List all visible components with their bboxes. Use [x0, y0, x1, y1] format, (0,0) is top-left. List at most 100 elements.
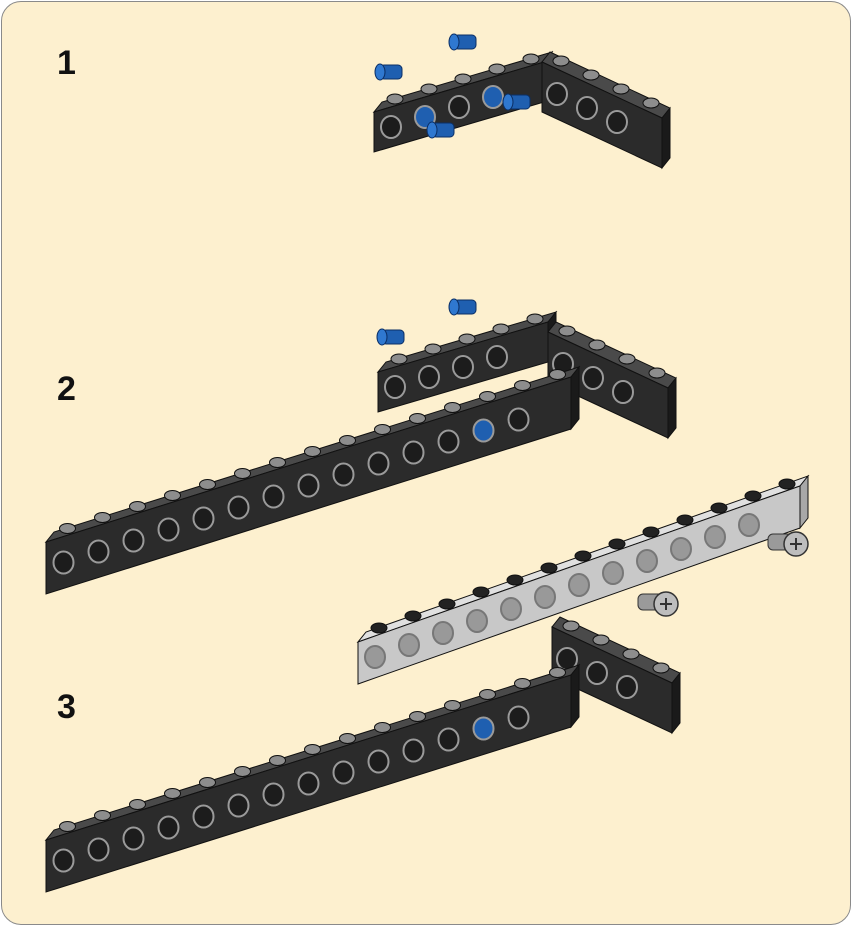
stud [609, 539, 625, 549]
beam-hole [404, 740, 424, 762]
beam-hole [124, 530, 144, 552]
stud [649, 368, 665, 378]
stud [410, 414, 426, 424]
beam-hole [439, 431, 459, 453]
stud [421, 84, 437, 94]
beam-hole [89, 839, 109, 861]
stud [340, 734, 356, 744]
beam-short-right [542, 52, 670, 168]
beam-hole [54, 552, 74, 574]
stud [643, 527, 659, 537]
beam-hole [603, 562, 623, 584]
stud [340, 436, 356, 446]
stud [60, 524, 76, 534]
beam-hole [334, 762, 354, 784]
stud [550, 370, 566, 380]
stud [523, 54, 539, 64]
beam-hole [467, 610, 487, 632]
stud [455, 74, 471, 84]
stud [60, 822, 76, 832]
beam-long [46, 665, 579, 892]
beam-hole [577, 97, 597, 119]
beam-hole [617, 676, 637, 698]
stud [583, 70, 599, 80]
blue-pin-in-hole [474, 718, 494, 740]
stud [387, 94, 403, 104]
beam-hole [385, 376, 405, 398]
beam-hole [89, 541, 109, 563]
blue-pin-in-hole [474, 420, 494, 442]
stud [575, 551, 591, 561]
stud [563, 621, 579, 631]
beam-hole [637, 550, 657, 572]
stud [305, 745, 321, 755]
beam-hole [369, 751, 389, 773]
stud [619, 354, 635, 364]
beam-hole [194, 806, 214, 828]
beam-hole [607, 111, 627, 133]
beam-hole [587, 662, 607, 684]
beam-hole [509, 409, 529, 431]
beam-hole [399, 634, 419, 656]
beam-hole [671, 538, 691, 560]
beam-hole [739, 514, 759, 536]
beam-hole [334, 464, 354, 486]
beam-hole [439, 729, 459, 751]
stud [95, 811, 111, 821]
stud [375, 723, 391, 733]
stud [473, 587, 489, 597]
beam-hole [613, 381, 633, 403]
stud [480, 392, 496, 402]
beam-hole [535, 586, 555, 608]
beam-hole [509, 707, 529, 729]
blue-pin [377, 329, 404, 345]
stud [305, 447, 321, 457]
stud [745, 491, 761, 501]
beam-hole [583, 367, 603, 389]
stud [235, 469, 251, 479]
blue-pin [449, 299, 476, 315]
beam-hole [705, 526, 725, 548]
blue-pin-in-hole [483, 86, 503, 108]
stud [480, 690, 496, 700]
beam-long [46, 367, 579, 594]
beam-hole [453, 356, 473, 378]
stud [445, 701, 461, 711]
stud [130, 502, 146, 512]
stud [515, 679, 531, 689]
beam-hole [124, 828, 144, 850]
step-2-illustration [46, 299, 676, 594]
stud [200, 480, 216, 490]
beam-hole [229, 497, 249, 519]
beam-hole [264, 784, 284, 806]
stud [165, 789, 181, 799]
stud [613, 84, 629, 94]
stud [550, 668, 566, 678]
beam-hole [487, 346, 507, 368]
beam-hole [264, 486, 284, 508]
beam-hole [299, 773, 319, 795]
blue-pin [449, 34, 476, 50]
beam-hole [365, 646, 385, 668]
stud [425, 344, 441, 354]
beam-hole [299, 475, 319, 497]
gray-axle-pin [768, 532, 808, 556]
stud [493, 324, 509, 334]
beam-hole [229, 795, 249, 817]
stud [200, 778, 216, 788]
stud [593, 635, 609, 645]
blue-pin [375, 64, 402, 80]
stud [589, 340, 605, 350]
stud [410, 712, 426, 722]
beam-hole [419, 366, 439, 388]
beam-hole [433, 622, 453, 644]
stud [391, 354, 407, 364]
stud [165, 491, 181, 501]
stud [541, 563, 557, 573]
beam-hole [369, 453, 389, 475]
stud [553, 56, 569, 66]
stud [653, 663, 669, 673]
stud [643, 98, 659, 108]
